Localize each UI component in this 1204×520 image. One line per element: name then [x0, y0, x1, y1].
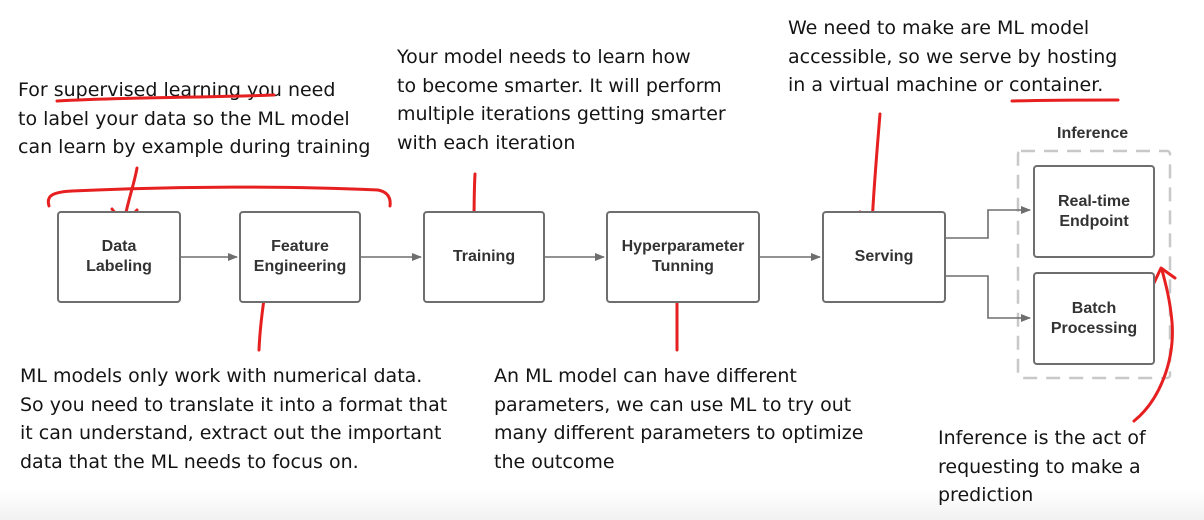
training-note-line: with each iteration: [397, 131, 576, 154]
pipeline-connectors: [181, 206, 1031, 322]
features-note-line: So you need to translate it into a forma…: [20, 393, 448, 416]
hyperparameters-note-line: many different parameters to optimize: [494, 422, 864, 444]
batch-processing-box: Batch Processing: [1033, 272, 1155, 365]
inference-note-line: requesting to make a: [938, 455, 1141, 478]
inference-note-line: Inference is the act of: [938, 427, 1146, 449]
realtime-endpoint-box: Real-time Endpoint: [1033, 165, 1155, 258]
inference-note: Inference is the act of requesting to ma…: [938, 424, 1146, 510]
inference-note-line: prediction: [938, 484, 1034, 506]
inference-group-label: Inference: [1057, 125, 1129, 142]
hyperparameters-note-line: the outcome: [494, 450, 615, 473]
connector-serving-to-batch: [946, 275, 1031, 322]
labeling-note-line: can learn by example during training: [18, 136, 371, 158]
training-note-line: Your model needs to learn how: [397, 46, 691, 68]
training-note-line: to become smarter. It will perform: [397, 74, 722, 97]
serving-box: Serving: [822, 211, 946, 303]
labeling-note-line: to label your data so the ML model: [18, 107, 350, 130]
serving-note-line: in a virtual machine or container.: [788, 74, 1104, 96]
training-box: Training: [423, 211, 545, 303]
serving-note-line: We need to make are ML model: [788, 17, 1090, 39]
underline-container: [1010, 98, 1120, 103]
features-note-line: data that the ML needs to focus on.: [20, 450, 359, 473]
red-ink-annotations: [46, 93, 1177, 423]
training-note-line: multiple iterations getting smarter: [397, 103, 726, 125]
connector-serving-to-realtime: [946, 206, 1031, 239]
serving-note-line: accessible, so we serve by hosting: [788, 45, 1118, 68]
hyperparameter-tunning-box: Hyperparameter Tunning: [606, 211, 760, 303]
bottom-edge-band: [0, 490, 1204, 520]
arrow-to-inference: [1132, 268, 1174, 423]
underline-supervised-learning: [55, 93, 276, 103]
features-note-line: ML models only work with numerical data.: [20, 365, 423, 387]
hyperparameters-note-line: An ML model can have different: [494, 365, 797, 387]
hyperparameters-note-line: parameters, we can use ML to try out: [494, 393, 852, 416]
hyperparameters-note: An ML model can have different parameter…: [494, 362, 863, 476]
inference-group-border: [1016, 149, 1172, 380]
arrow-to-serving: [870, 112, 882, 226]
features-note: ML models only work with numerical data.…: [20, 362, 447, 476]
training-note: Your model needs to learn how to become …: [397, 43, 726, 157]
brace-labeling-features: [46, 185, 392, 208]
features-note-line: it can understand, extract out the impor…: [20, 422, 442, 444]
feature-engineering-box: Feature Engineering: [239, 211, 361, 303]
data-labeling-box: Data Labeling: [57, 211, 181, 303]
serving-note: We need to make are ML model accessible,…: [788, 14, 1117, 100]
arrow-to-inference-head: [1152, 266, 1177, 285]
